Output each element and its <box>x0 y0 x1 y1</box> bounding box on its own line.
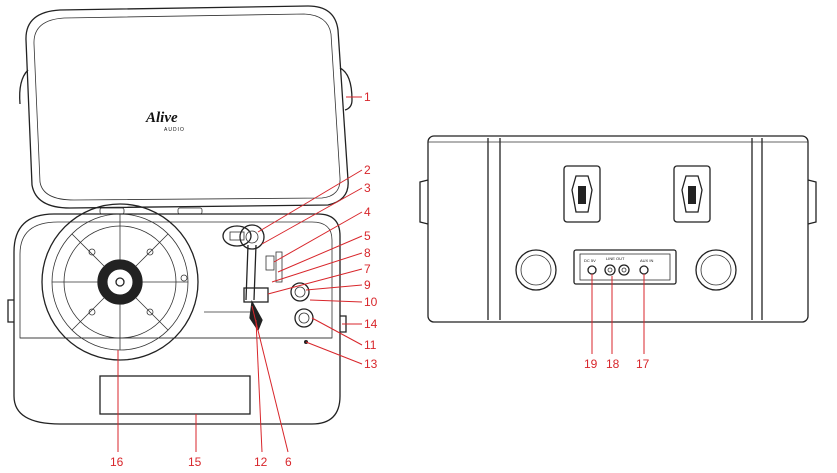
callout-9: 9 <box>364 278 371 292</box>
turntable-back-view: DC 5V LINE OUT AUX IN <box>419 135 817 323</box>
callout-7: 7 <box>364 262 371 276</box>
platter <box>41 203 199 361</box>
callout-19: 19 <box>584 357 598 371</box>
front-grille <box>99 375 251 415</box>
callout-5: 5 <box>364 229 371 243</box>
callout-12: 12 <box>254 455 268 469</box>
callout-1: 1 <box>364 90 371 104</box>
latch-left <box>563 165 601 223</box>
callout-11: 11 <box>364 338 377 352</box>
lid <box>25 5 349 209</box>
callout-15: 15 <box>188 455 202 469</box>
connector-panel <box>573 249 677 285</box>
leaders <box>117 96 645 453</box>
tonearm <box>239 224 283 332</box>
port-left <box>515 249 557 291</box>
brand-logo: Alive <box>145 110 178 126</box>
label-lineout: LINE OUT <box>606 256 625 261</box>
knob-upper <box>290 282 310 302</box>
back-body <box>427 135 809 323</box>
callout-14: 14 <box>364 317 378 331</box>
callout-17: 17 <box>636 357 650 371</box>
callout-2: 2 <box>364 163 371 177</box>
callout-3: 3 <box>364 181 371 195</box>
dc-jack <box>587 265 597 275</box>
adapter <box>222 225 252 247</box>
knob-lower <box>294 308 314 328</box>
callouts: 1 2 3 4 5 8 7 9 10 14 11 13 16 15 12 6 1… <box>110 90 650 469</box>
line-out-l <box>604 264 616 276</box>
lid-handle <box>339 67 353 111</box>
latch-right <box>673 165 711 223</box>
aux-jack <box>639 265 649 275</box>
turntable-top-view: Alive AUDIO <box>7 5 353 425</box>
line-out-r <box>618 264 630 276</box>
port-right <box>695 249 737 291</box>
brand-sub: AUDIO <box>164 127 185 133</box>
callout-10: 10 <box>364 295 378 309</box>
callout-18: 18 <box>606 357 620 371</box>
callout-6: 6 <box>285 455 292 469</box>
label-aux: AUX IN <box>640 258 653 263</box>
callout-4: 4 <box>364 205 371 219</box>
callout-13: 13 <box>364 357 378 371</box>
label-dc: DC 5V <box>584 258 596 263</box>
callout-16: 16 <box>110 455 124 469</box>
callout-8: 8 <box>364 246 371 260</box>
